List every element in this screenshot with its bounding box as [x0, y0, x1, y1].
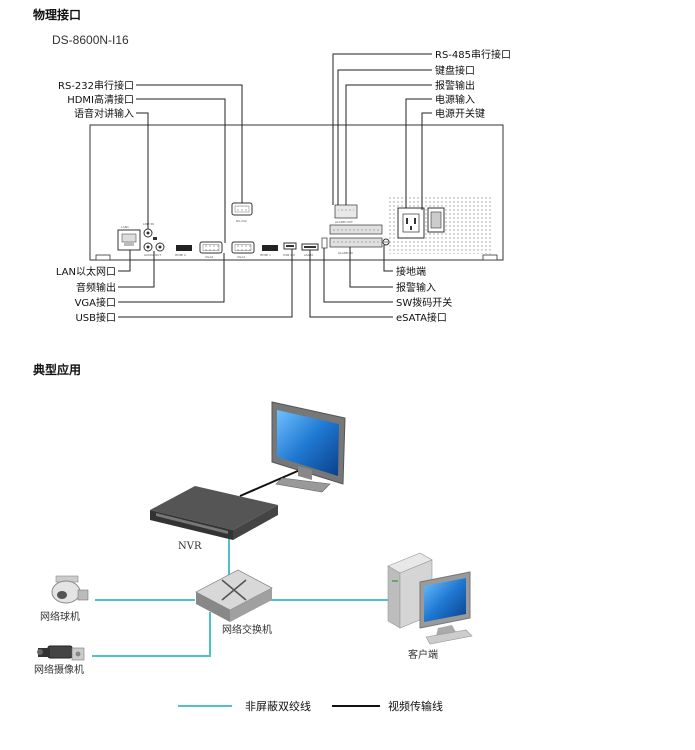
caption-nvr: NVR [178, 541, 202, 552]
section-title-application: 典型应用 [33, 363, 82, 377]
legend-label-video: 视频传输线 [388, 699, 443, 713]
label-talk-input: 语音对讲输入 [74, 107, 134, 120]
model-number: DS-8600N-I16 [52, 33, 129, 47]
panel-label-audio-out: AUDIO OUT [144, 253, 161, 257]
power-supply [388, 196, 492, 254]
switch-icon [195, 569, 273, 622]
legend: 非屏蔽双绞线 视频传输线 [178, 699, 443, 713]
usb-port: USB 3.0 [283, 242, 297, 257]
section-title-interfaces: 物理接口 [33, 8, 82, 22]
label-hdmi: HDMI高清接口 [67, 93, 134, 106]
label-rs485: RS-485串行接口 [435, 48, 511, 61]
caption-switch: 网络交换机 [222, 623, 272, 636]
rear-panel: LAN1 LINE IN AUDIO OUT HDMI 2 VGA2 VGA1 [89, 124, 504, 261]
vga-port-2: VGA2 [199, 241, 223, 259]
video-cable-nvr-monitor [239, 469, 301, 497]
label-rs232: RS-232串行接口 [58, 79, 134, 92]
hdmi-port-1: HDMI 1 [260, 245, 278, 257]
client-pc-icon [387, 552, 473, 645]
label-lan: LAN以太网口 [56, 265, 116, 278]
vga-port-1: VGA1 [231, 241, 255, 259]
panel-label-usb: USB 3.0 [283, 253, 295, 257]
hdmi-port-2: HDMI 2 [175, 245, 192, 257]
cable-camera-switch [92, 612, 211, 657]
panel-label-lan: LAN1 [121, 225, 129, 229]
panel-label-vga1: VGA1 [237, 255, 245, 259]
caption-dome: 网络球机 [40, 610, 80, 623]
panel-label-rs232: RS-232 [236, 219, 247, 223]
panel-label-esata: eSATA [304, 253, 314, 257]
label-alarm-out: 报警输出 [435, 79, 475, 92]
monitor-icon [271, 401, 346, 493]
label-keyboard: 键盘接口 [435, 64, 475, 77]
panel-label-vga2: VGA2 [205, 255, 213, 259]
label-esata: eSATA接口 [396, 311, 447, 324]
callout-lines [118, 53, 432, 318]
label-alarm-in: 报警输入 [396, 281, 436, 294]
box-camera-icon [37, 645, 85, 661]
caption-client: 客户端 [408, 648, 438, 661]
label-dip-switch: SW拨码开关 [396, 296, 452, 309]
panel-label-hdmi1: HDMI 1 [260, 253, 271, 257]
label-power-switch: 电源开关键 [435, 107, 485, 120]
dip-switch [321, 237, 328, 249]
label-ground: 接地端 [396, 265, 426, 278]
connections [92, 469, 390, 657]
panel-label-hdmi2: HDMI 2 [175, 253, 186, 257]
dome-camera-icon [51, 575, 89, 604]
panel-label-alarm-in: ALARM IN [338, 251, 353, 255]
legend-label-cable: 非屏蔽双绞线 [245, 699, 311, 713]
lan-port: LAN1 [117, 225, 141, 251]
alarm-terminal-block: ALARM OUT ALARM IN [329, 204, 383, 255]
panel-label-alarm-out: ALARM OUT [335, 220, 353, 224]
label-usb: USB接口 [75, 311, 116, 324]
nvr-icon [150, 486, 278, 540]
caption-camera: 网络摄像机 [34, 663, 84, 676]
label-vga: VGA接口 [75, 296, 116, 309]
label-power-in: 电源输入 [435, 93, 475, 106]
label-audio-out: 音频输出 [76, 281, 116, 294]
